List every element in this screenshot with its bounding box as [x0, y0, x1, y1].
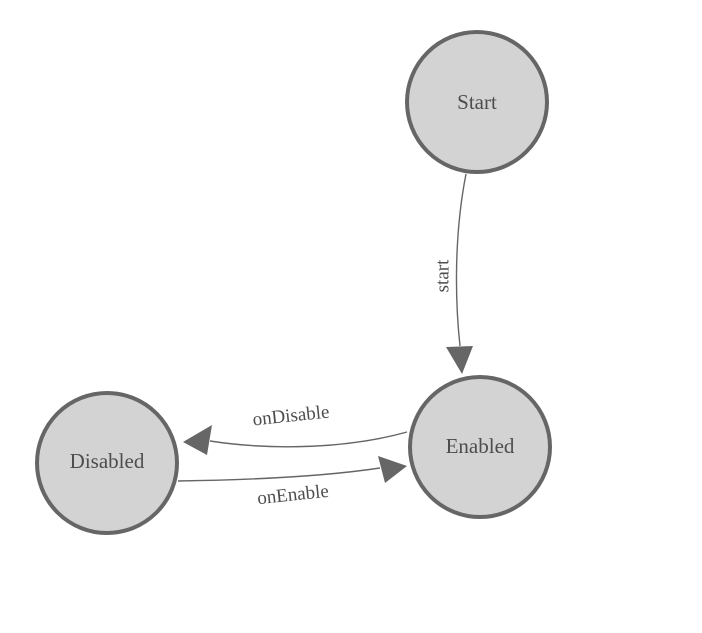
- node-disabled-circle: [35, 391, 179, 535]
- edge-start-to-enabled: start: [433, 173, 473, 374]
- edge-label-onenable: onEnable: [256, 481, 330, 509]
- edge-label-start: start: [433, 259, 454, 292]
- node-enabled-label: Enabled: [446, 434, 515, 458]
- node-enabled-circle: [408, 375, 552, 519]
- arrowhead-into-enabled-icon: [446, 346, 473, 374]
- node-enabled: Enabled: [408, 375, 552, 519]
- node-start: Start: [405, 30, 549, 174]
- edge-line: [209, 431, 408, 448]
- arrowhead-into-enabled-icon: [378, 456, 407, 483]
- node-start-circle: [405, 30, 549, 174]
- edge-label-ondisable: onDisable: [252, 402, 331, 431]
- arrowhead-into-disabled-icon: [183, 425, 212, 455]
- edge-enabled-to-disabled: onDisable: [183, 402, 408, 455]
- edge-disabled-to-enabled: onEnable: [177, 456, 407, 509]
- edge-line: [177, 467, 381, 482]
- edge-line: [455, 173, 467, 347]
- node-disabled-label: Disabled: [70, 449, 145, 473]
- node-start-label: Start: [457, 90, 497, 114]
- node-disabled: Disabled: [35, 391, 179, 535]
